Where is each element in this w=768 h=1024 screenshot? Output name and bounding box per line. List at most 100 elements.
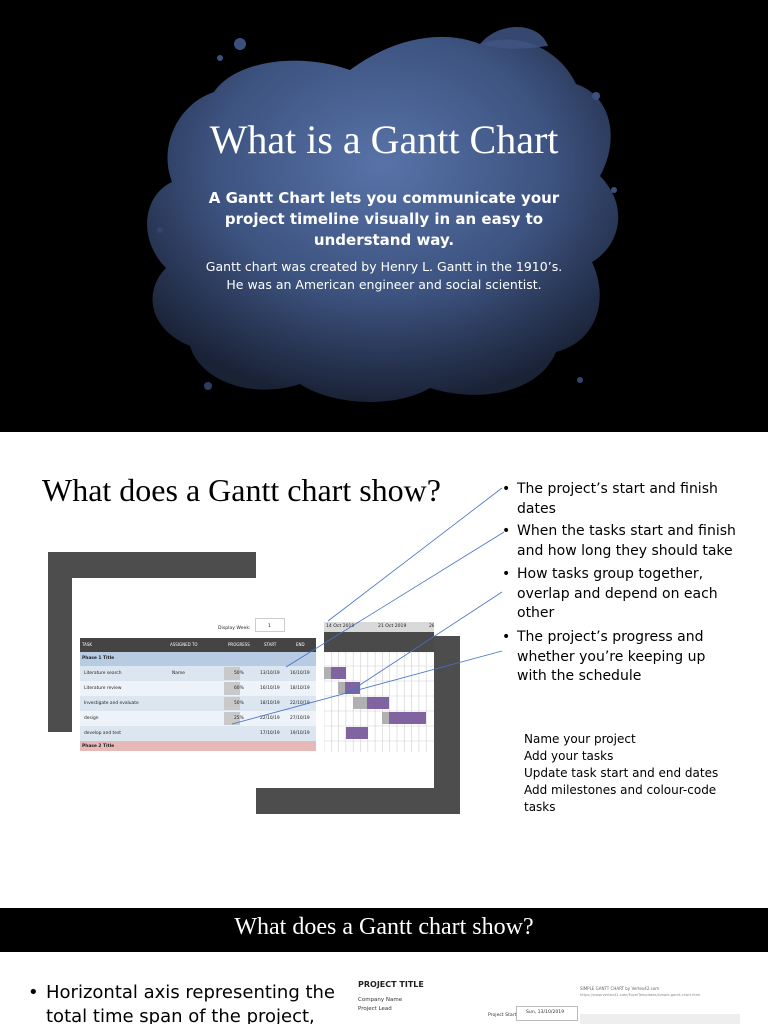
bullet-line: overlap and depend on each (517, 585, 718, 602)
step-item: Add milestones and colour-code (524, 783, 717, 797)
slide-subtitle: A Gantt Chart lets you communicate your … (204, 188, 564, 251)
gantt-bar (353, 697, 367, 709)
body-line: Gantt chart was created by Henry L. Gant… (205, 259, 563, 274)
gantt-bar (338, 682, 345, 694)
bullet-item: • The project’s start and finish dates (502, 480, 767, 519)
bullet-item: • Horizontal axis representing the total… (28, 981, 364, 1024)
slide-what-is-gantt: What is a Gantt Chart A Gantt Chart lets… (0, 0, 768, 432)
task-start: 22/10/19 (260, 716, 280, 721)
timeline-grid (324, 652, 434, 752)
template-preview: PROJECT TITLE Company Name Project Lead … (350, 974, 750, 1024)
credit-text: SIMPLE GANTT CHART by Vertex42.com (580, 986, 660, 991)
progress-bar (224, 712, 240, 725)
bullet-line: other (517, 605, 555, 621)
task-end: 18/10/19 (290, 686, 310, 691)
task-progress: 50% (234, 671, 244, 676)
task-row: develop and test 17/10/19 19/10/19 (80, 726, 316, 741)
task-name: Investigate and evaluate (84, 701, 139, 706)
gantt-bar (331, 667, 346, 679)
task-progress: 60% (234, 686, 244, 691)
week-label: 28 (429, 624, 434, 629)
bullet-line: whether you’re keeping up (517, 648, 706, 665)
gantt-bar (324, 667, 331, 679)
display-week-value: 1 (268, 624, 271, 629)
bullet-line: Horizontal axis representing the (46, 982, 336, 1003)
task-name: Literature search (84, 671, 122, 676)
task-name: design (84, 716, 99, 721)
header-assigned: ASSIGNED TO (170, 642, 198, 647)
task-row: Literature search Name 50% 13/10/19 16/1… (80, 666, 316, 681)
project-title: PROJECT TITLE (358, 980, 424, 989)
project-start-value: Sun, 13/10/2019 (526, 1010, 565, 1015)
callout-arrows (231, 487, 505, 725)
bullet-line: The project’s start and finish (517, 481, 718, 497)
subtitle-line: understand way. (313, 231, 455, 249)
step-item: Add your tasks (524, 749, 614, 763)
timeline-weeks (324, 622, 434, 632)
progress-bar (224, 667, 240, 680)
slide-title: What is a Gantt Chart (209, 117, 559, 162)
bullet-dot-icon: • (502, 481, 511, 497)
project-start-box (516, 1006, 578, 1021)
subtitle-line: A Gantt Chart lets you communicate your (208, 189, 560, 207)
title-band (0, 908, 768, 952)
step-item: Name your project (524, 732, 636, 746)
step-item: Update task start and end dates (524, 766, 719, 780)
task-name: develop and test (84, 731, 121, 736)
header-end: END (296, 642, 305, 647)
gantt-header-row (80, 638, 316, 652)
task-start: 17/10/19 (260, 731, 280, 736)
project-lead: Project Lead (358, 1006, 392, 1012)
task-start: 18/10/19 (260, 701, 280, 706)
slide-title: What does a Gantt chart show? (234, 914, 534, 940)
week-label: 14 Oct 2019 (326, 624, 355, 629)
task-end: 27/10/19 (290, 716, 310, 721)
blue-paint-splash (147, 26, 619, 402)
task-row: design 25% 22/10/19 27/10/19 (80, 711, 316, 726)
gantt-bar (345, 682, 360, 694)
display-week-input (255, 618, 285, 632)
header-progress: PROGRESS (228, 642, 250, 647)
week-label: 21 Oct 2019 (378, 624, 407, 629)
bullet-dot-icon: • (502, 566, 511, 582)
phase-title: Phase 2 Title (82, 744, 115, 749)
slide-what-does-gantt-show: What does a Gantt chart show? Display We… (0, 432, 768, 908)
task-progress: 25% (234, 716, 244, 721)
task-end: 19/10/19 (290, 731, 310, 736)
phase-row: Phase 1 Title (80, 652, 316, 666)
timeline-strip (580, 1014, 740, 1024)
company-name: Company Name (358, 997, 403, 1003)
bullet-line: total time span of the project, (46, 1006, 315, 1024)
bullet-line: dates (517, 500, 556, 517)
bullet-item: • The project’s progress and whether you… (502, 628, 767, 687)
bullet-line: How tasks group together, (517, 566, 704, 582)
progress-bar (224, 682, 240, 695)
project-start-label: Project Start: (488, 1013, 518, 1018)
bullet-item: • How tasks group together, overlap and … (502, 565, 767, 624)
bullet-dot-icon: • (28, 982, 39, 1003)
phase-row: Phase 2 Title (80, 741, 316, 751)
slide-gantt-axes: What does a Gantt chart show? • Horizont… (0, 908, 768, 1024)
subtitle-line: project timeline visually in an easy to (224, 210, 544, 228)
display-week-label: Display Week: (218, 626, 251, 631)
header-start: START (264, 642, 277, 647)
bullet-line: When the tasks start and finish (517, 523, 736, 539)
credit-url: https://www.vertex42.com/ExcelTemplates/… (580, 993, 701, 997)
bullet-line: with the schedule (517, 668, 642, 684)
steps-list: Name your project Add your tasks Update … (524, 731, 754, 816)
task-row: Investigate and evaluate 50% 18/10/19 22… (80, 696, 316, 711)
gantt-bar (346, 727, 368, 739)
slide-body-text: Gantt chart was created by Henry L. Gant… (184, 258, 584, 294)
bullet-item: • When the tasks start and finish and ho… (502, 522, 767, 561)
task-end: 16/10/19 (290, 671, 310, 676)
task-start: 16/10/19 (260, 686, 280, 691)
gantt-bar (382, 712, 389, 724)
task-name: Literature review (84, 686, 122, 691)
task-row: Literature review 60% 16/10/19 18/10/19 (80, 681, 316, 696)
bullet-line: and how long they should take (517, 542, 733, 559)
slide-title: What does a Gantt chart show? (42, 472, 441, 508)
gantt-bar (389, 712, 426, 724)
step-item: tasks (524, 800, 556, 814)
bullet-line: The project’s progress and (517, 629, 704, 645)
gantt-bar (367, 697, 389, 709)
